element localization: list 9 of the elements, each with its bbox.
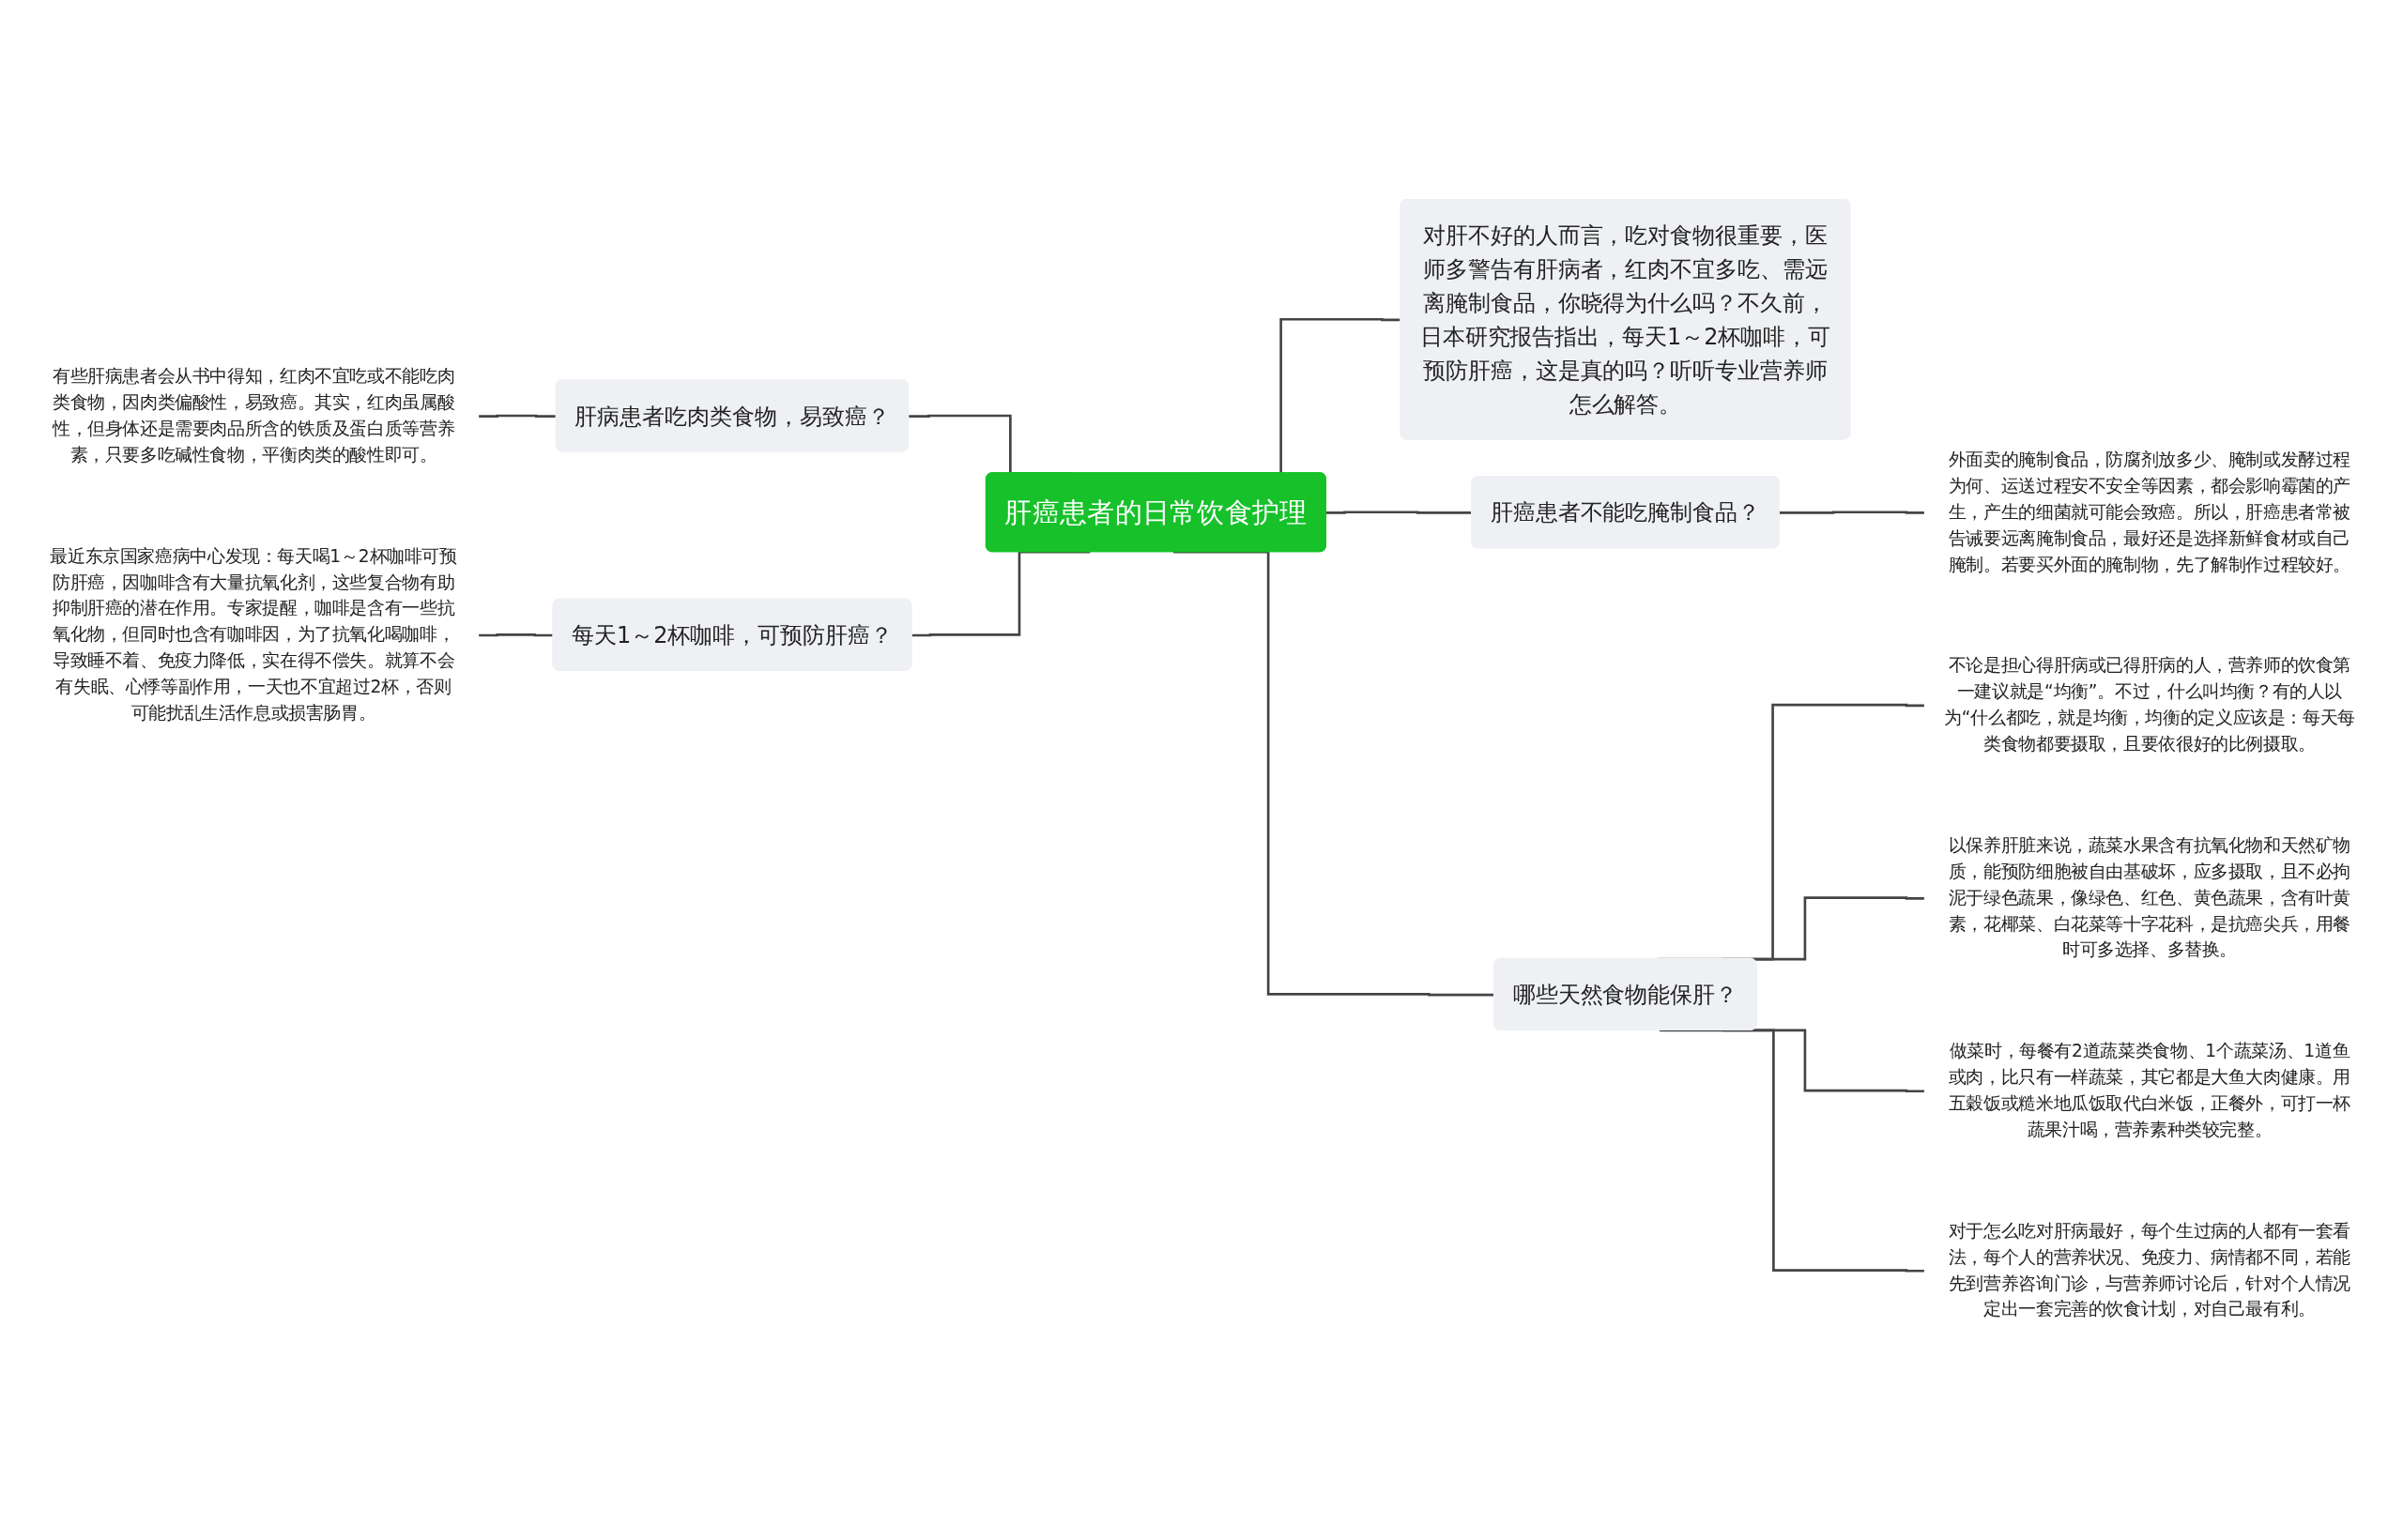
node-text: 外面卖的腌制食品，防腐剂放多少、腌制或发酵过程为何、运送过程安不安全等因素，都会影响霉菌的产生，产生的细菌就可能会致癌。所以，肝癌患者常被告诫要远离腌制食品，最好还是选择新鲜食材或自己腌制。若要买外面的腌制物，先了解制作过程较好。 <box>1948 449 2351 574</box>
node-text: 最近东京国家癌病中心发现：每天喝1～2杯咖啡可预防肝癌，因咖啡含有大量抗氧化剂，这些复合物有助抑制肝癌的潜在作用。专家提醒，咖啡是含有一些抗氧化物，但同时也含有咖啡因，为了抗氧化喝咖啡，导致睡不着、免疫力降低，实在得不偿失。就算不会有失眠、心悸等副作用，一天也不宜超过2杯，否则可能扰乱生活作息或损害肠胃。 <box>50 544 457 723</box>
node-text: 不论是担心得肝病或已得肝病的人，营养师的饮食第一建议就是“均衡”。不过，什么叫均衡？有的人以为“什么都吃，就是均衡，均衡的定义应该是：每天每类食物都要摄取，且要依很好的比例摄取。 <box>1944 654 2355 754</box>
node-text: 对于怎么吃对肝病最好，每个生过病的人都有一套看法，每个人的营养状况、免疫力、病情都不同，若能先到营养咨询门诊，与营养师讨论后，针对个人情况定出一套完善的饮食计划，对自己最有利。 <box>1948 1219 2351 1319</box>
node-text: 做菜时，每餐有2道蔬菜类食物、1个蔬菜汤、1道鱼或肉，比只有一样蔬菜，其它都是大鱼大肉健康。用五穀饭或糙米地瓜饭取代白米饭，正餐外，可打一杯蔬果汁喝，营养素种类较完整。 <box>1948 1040 2351 1139</box>
connector <box>479 633 554 636</box>
node-text: 有些肝病患者会从书中得知，红肉不宜吃或不能吃肉类食物，因肉类偏酸性，易致癌。其实，红肉虽属酸性，但身体还是需要肉品所含的铁质及蛋白质等营养素，只要多吃碱性食物，平衡肉类的酸性即可。 <box>52 365 455 465</box>
connector <box>911 550 1091 636</box>
node-text: 以保养肝脏来说，蔬菜水果含有抗氧化物和天然矿物质，能预防细胞被自由基破坏，应多摄取，且不必拘泥于绿色蔬果，像绿色、红色、黄色蔬果，含有叶黄素，花椰菜、白花菜等十字花科，是抗癌尖兵，用餐时可多选择、多替换。 <box>1948 833 2351 959</box>
